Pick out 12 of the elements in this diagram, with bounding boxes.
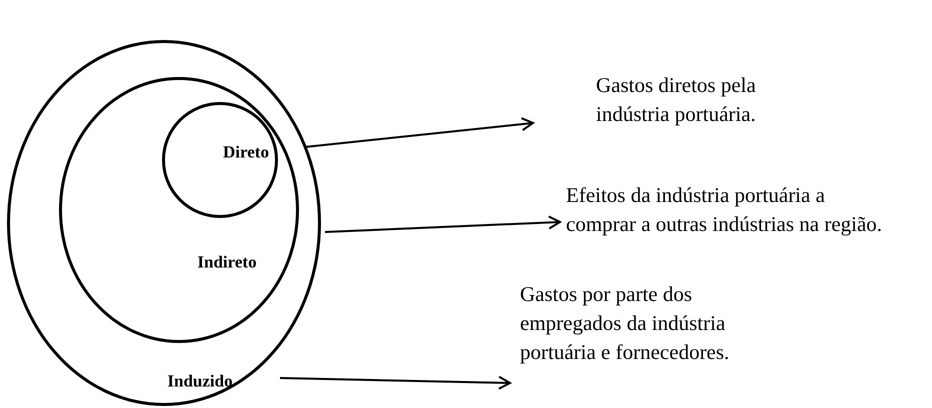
ring — [162, 102, 278, 218]
arrow — [324, 215, 561, 233]
ring — [59, 77, 299, 343]
description-text: Gastos por parte dos empregados da indústria portuária e fornecedores. — [520, 280, 730, 366]
ring — [7, 40, 321, 406]
description-text: Gastos diretos pela indústria portuária. — [596, 72, 757, 128]
arrow — [304, 117, 534, 148]
ring-label: Indireto — [197, 251, 257, 274]
arrow — [280, 376, 511, 390]
ring-label: Direto — [223, 141, 269, 164]
description-text: Efeitos da indústria portuária a comprar a outras indústrias na região. — [566, 182, 884, 238]
ring-label: Induzido — [167, 370, 233, 392]
